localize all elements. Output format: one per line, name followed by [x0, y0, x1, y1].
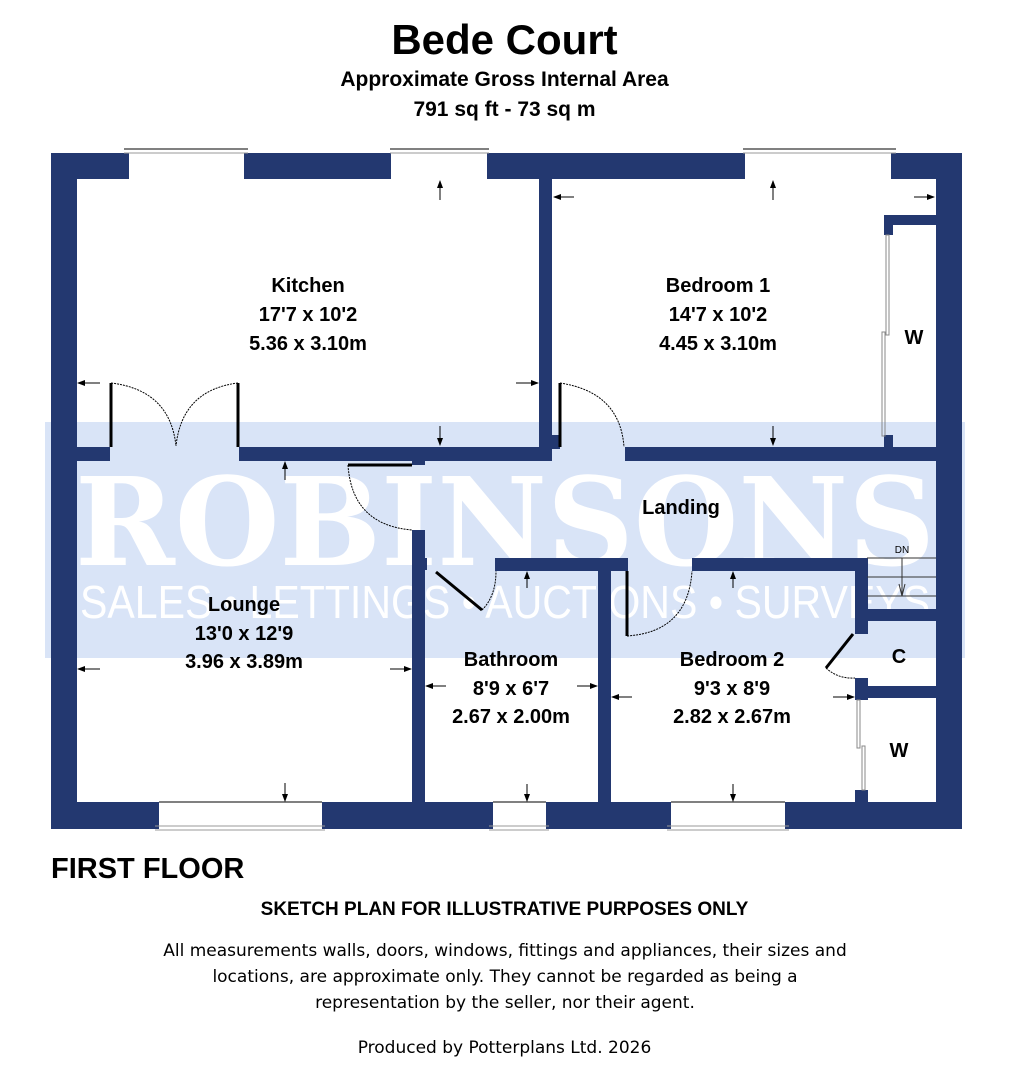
- room-bedroom-1: Bedroom 1 14'7 x 10'2 4.45 x 3.10m: [659, 275, 777, 355]
- disclaimer: All measurements walls, doors, windows, …: [163, 941, 847, 1013]
- stairs: DN: [867, 545, 936, 597]
- doors: [109, 234, 890, 791]
- area-label: Approximate Gross Internal Area: [340, 68, 669, 91]
- watermark-tagline: SALES • LETTINGS • AUCTIONS • SURVEYS: [80, 576, 930, 628]
- room-imperial: 9'3 x 8'9: [694, 678, 770, 700]
- room-metric: 2.82 x 2.67m: [673, 706, 791, 728]
- room-name: W: [890, 740, 909, 762]
- room-imperial: 13'0 x 12'9: [195, 623, 294, 645]
- room-name: Landing: [642, 497, 720, 519]
- room-imperial: 8'9 x 6'7: [473, 678, 549, 700]
- dimension-arrows: [77, 180, 935, 802]
- room-metric: 3.96 x 3.89m: [185, 651, 303, 673]
- room-name: Bathroom: [464, 649, 558, 671]
- watermark-band: [45, 422, 965, 658]
- room-lounge: Lounge 13'0 x 12'9 3.96 x 3.89m: [185, 594, 303, 673]
- room-name: Bedroom 2: [680, 649, 784, 671]
- room-name: Lounge: [208, 594, 280, 616]
- room-kitchen: Kitchen 17'7 x 10'2 5.36 x 3.10m: [249, 275, 367, 355]
- room-name: W: [905, 327, 924, 349]
- stairs-down-label: DN: [895, 545, 909, 556]
- room-bathroom: Bathroom 8'9 x 6'7 2.67 x 2.00m: [452, 649, 570, 728]
- floor-label: FIRST FLOOR: [51, 853, 245, 885]
- sketch-notice: SKETCH PLAN FOR ILLUSTRATIVE PURPOSES ON…: [260, 899, 749, 920]
- room-bedroom-2: Bedroom 2 9'3 x 8'9 2.82 x 2.67m: [673, 649, 791, 728]
- produced-by: Produced by Potterplans Ltd. 2026: [357, 1038, 652, 1058]
- windows: [124, 148, 896, 831]
- room-imperial: 14'7 x 10'2: [669, 304, 768, 326]
- watermark: ROBINSONS SALES • LETTINGS • AUCTIONS • …: [75, 450, 935, 628]
- room-cupboard: C: [892, 646, 906, 668]
- room-metric: 5.36 x 3.10m: [249, 333, 367, 355]
- room-name: Kitchen: [271, 275, 344, 297]
- property-title: Bede Court: [391, 16, 618, 63]
- room-name: C: [892, 646, 906, 668]
- area-value: 791 sq ft - 73 sq m: [413, 98, 596, 121]
- room-name: Bedroom 1: [666, 275, 770, 297]
- room-metric: 4.45 x 3.10m: [659, 333, 777, 355]
- room-wardrobe-2: W: [890, 740, 909, 762]
- room-metric: 2.67 x 2.00m: [452, 706, 570, 728]
- watermark-brand: ROBINSONS: [75, 450, 935, 594]
- room-wardrobe-1: W: [905, 327, 924, 349]
- room-landing: Landing: [642, 497, 720, 519]
- room-imperial: 17'7 x 10'2: [259, 304, 358, 326]
- walls: [51, 153, 962, 829]
